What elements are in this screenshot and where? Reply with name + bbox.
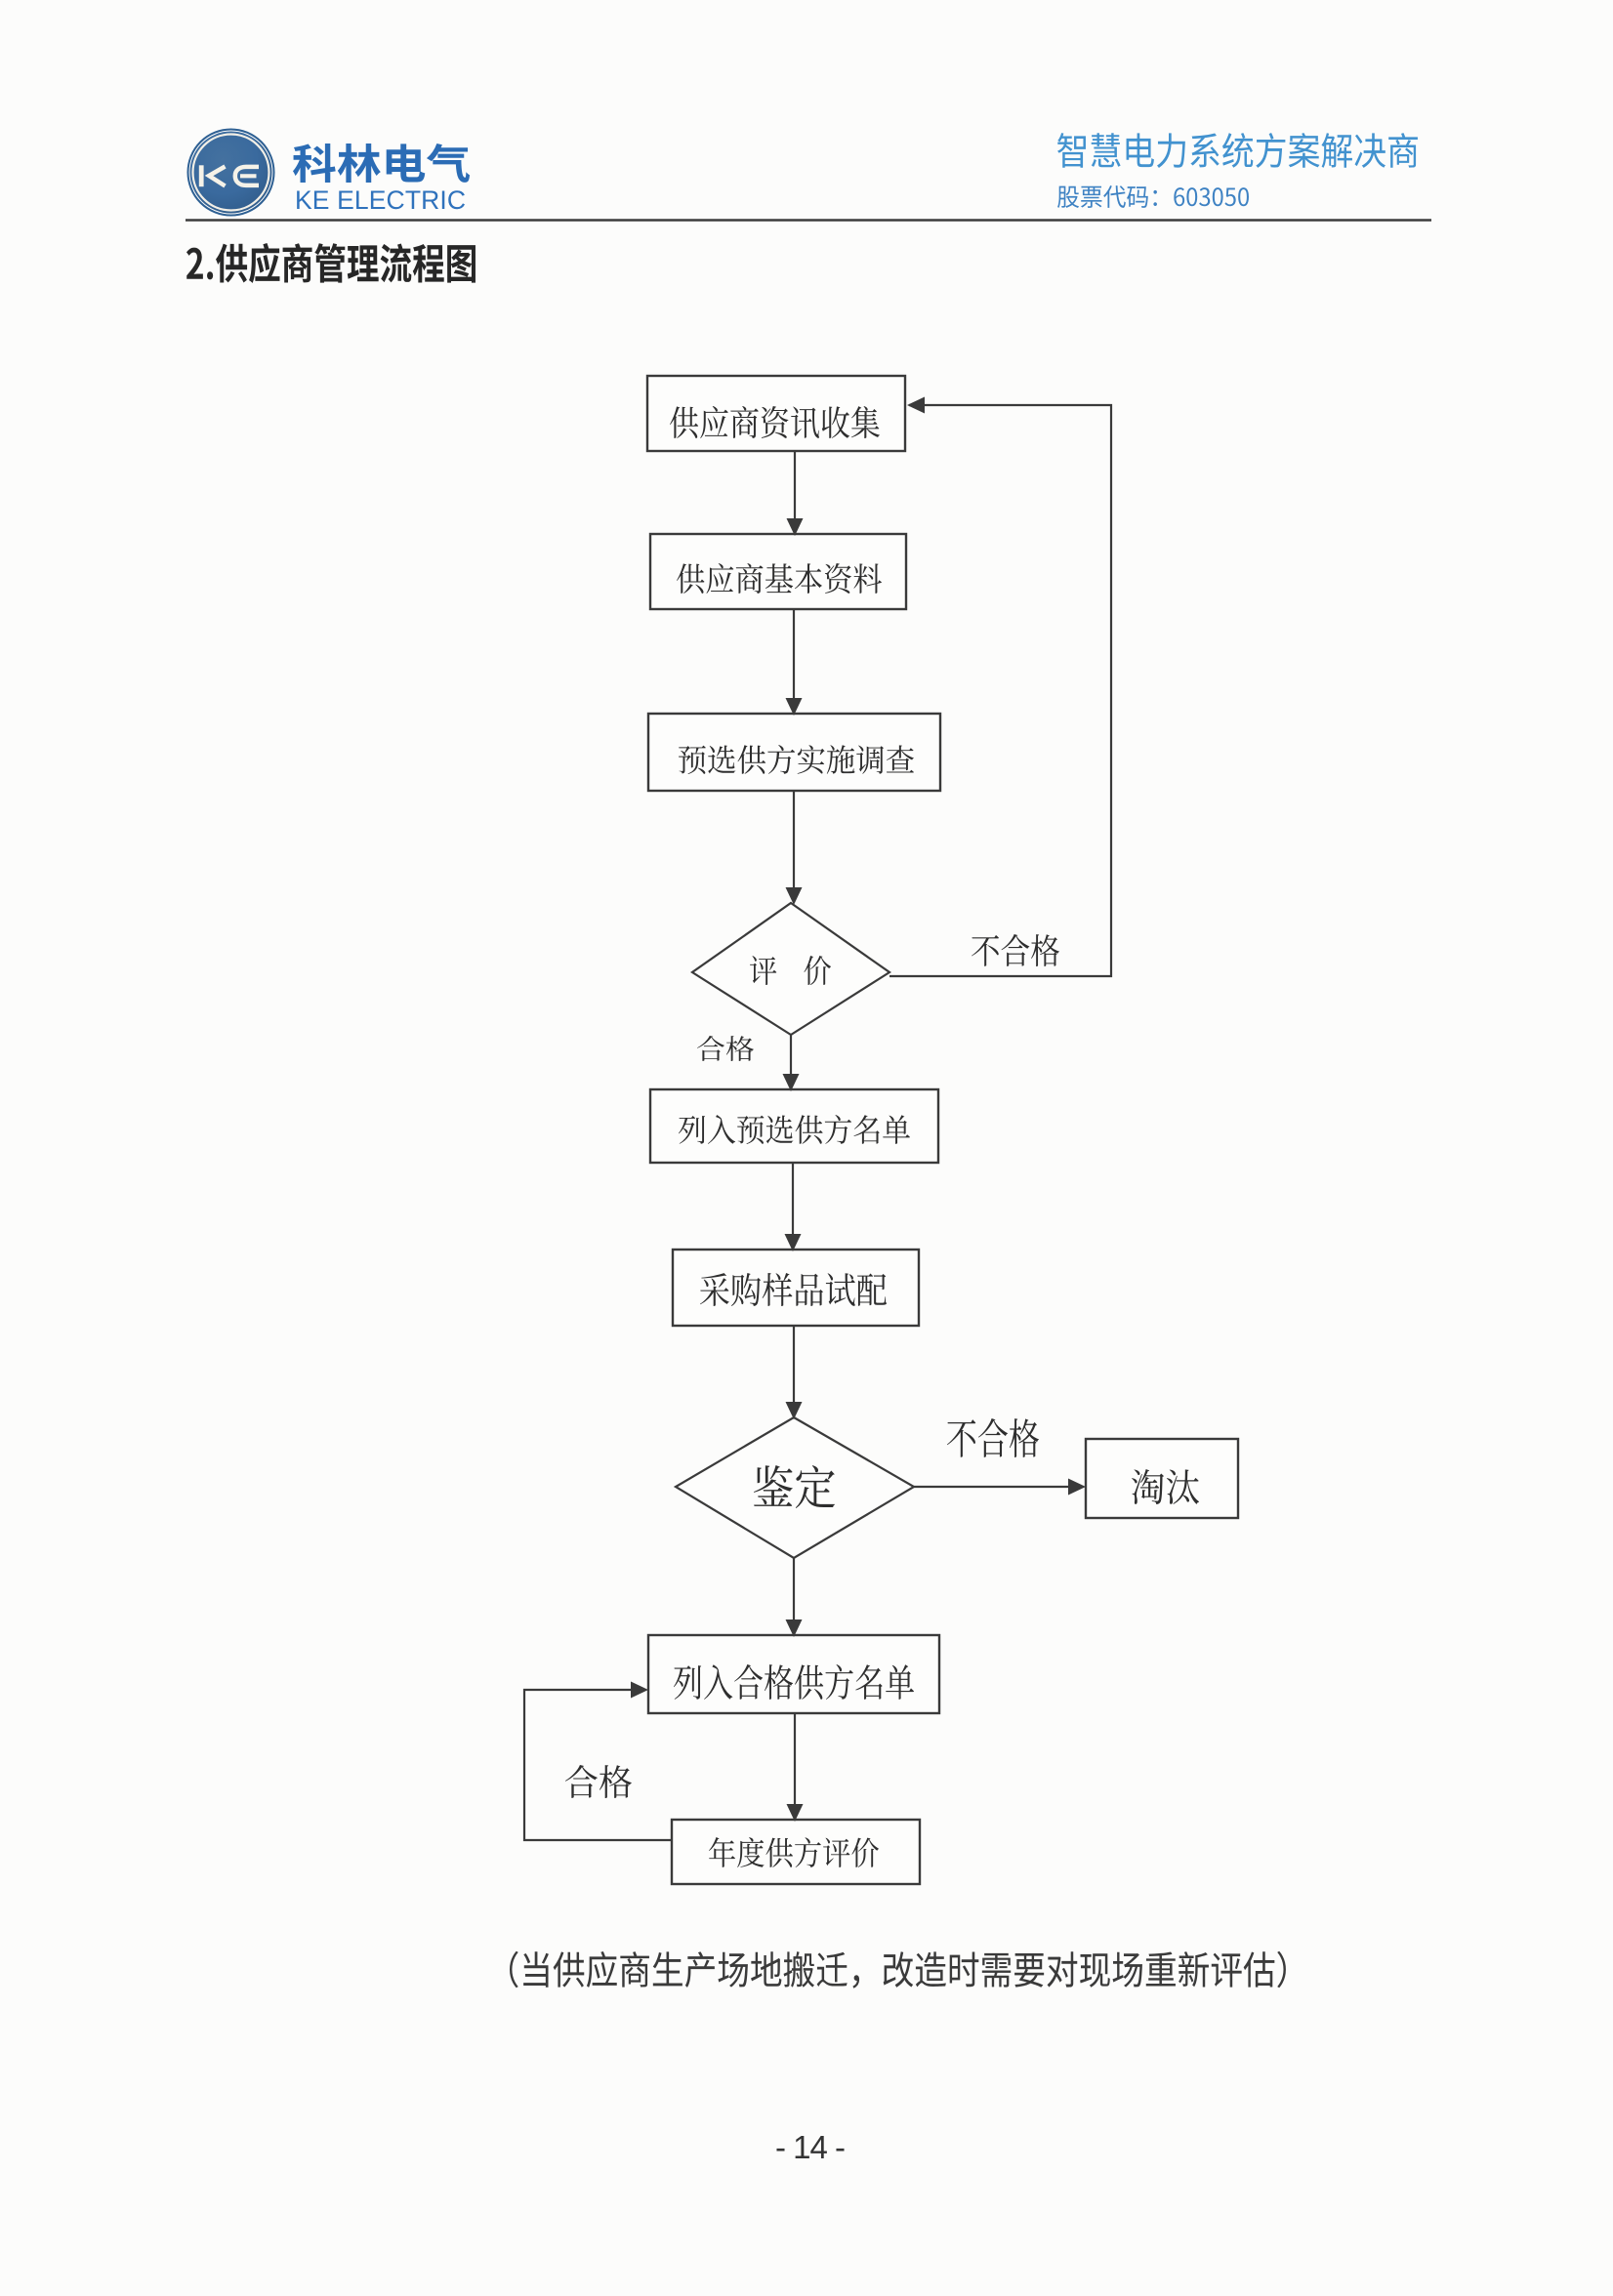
svg-text:KE ELECTRIC: KE ELECTRIC xyxy=(295,185,466,215)
svg-text:- 14 -: - 14 - xyxy=(775,2129,846,2165)
